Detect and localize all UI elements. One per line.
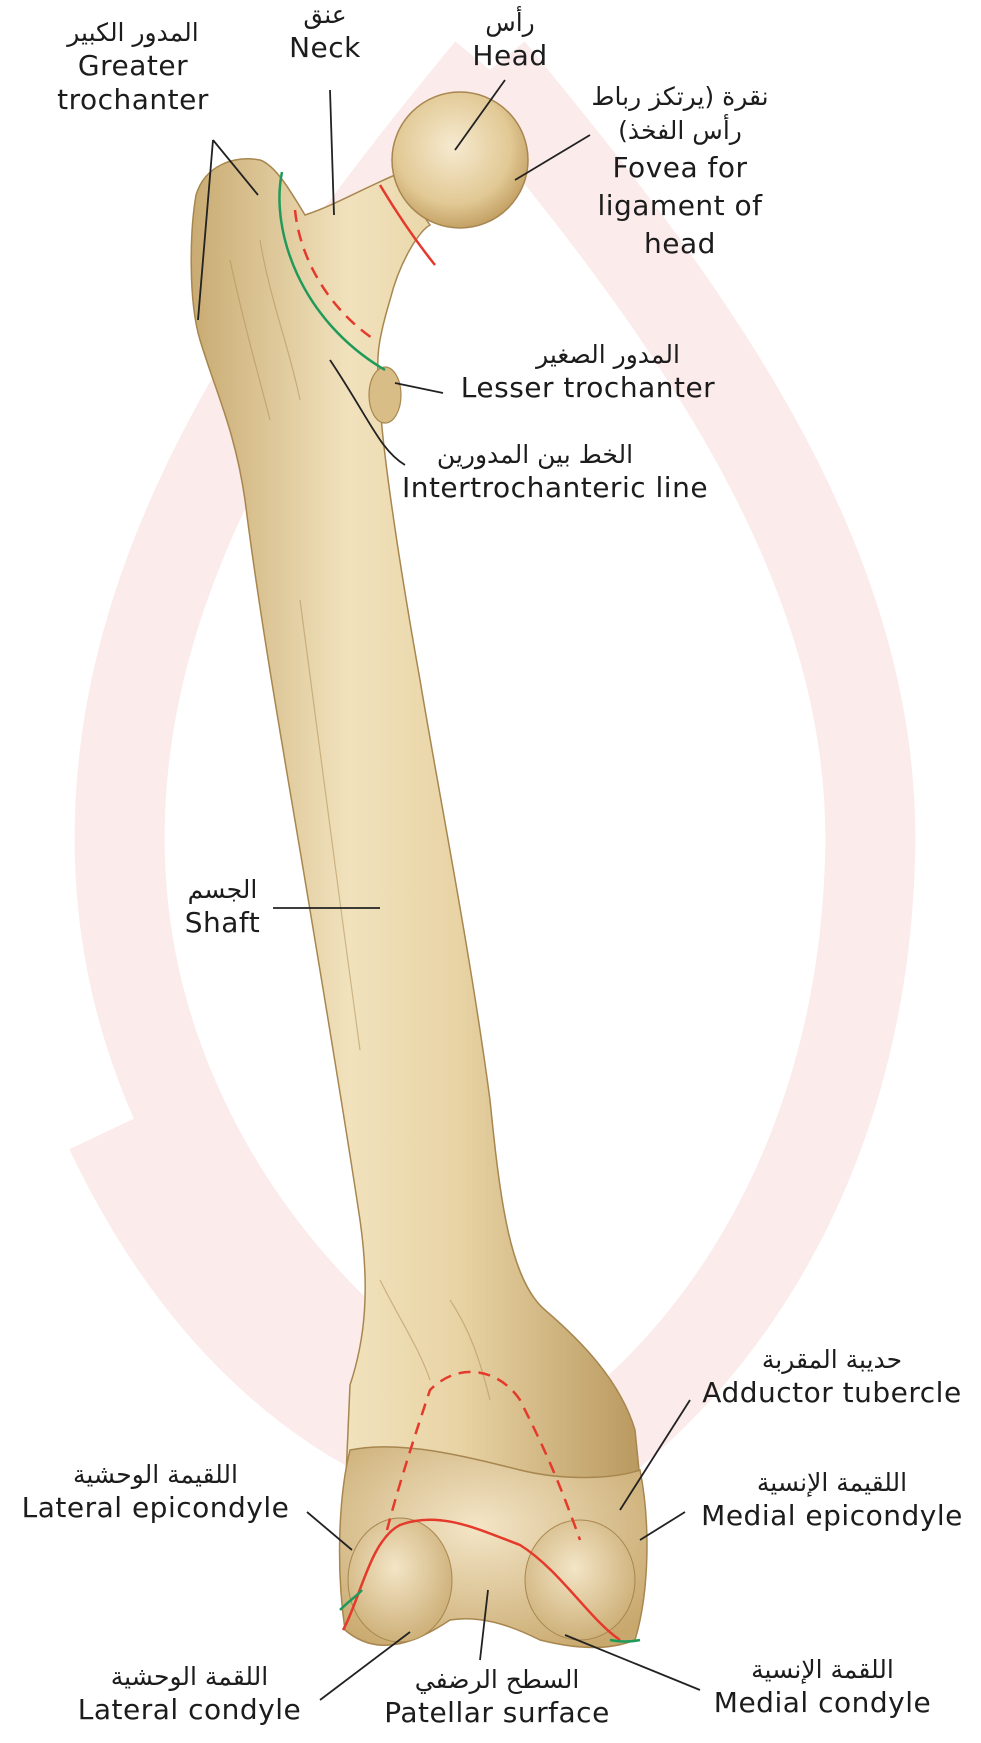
medial-condyle-ar: اللقمة الإنسية (700, 1655, 945, 1686)
label-adductor-tubercle: حديبة المقربة Adductor tubercle (688, 1345, 976, 1410)
fovea-ar2: رأس الفخذ) (580, 114, 780, 148)
head-ar: رأس (455, 8, 565, 39)
greater-trochanter-en2: trochanter (48, 83, 218, 117)
label-fovea: نقرة (يرتكز رباط رأس الفخذ) Fovea for li… (580, 80, 780, 264)
label-shaft: الجسم Shaft (175, 875, 270, 940)
patellar-surface-ar: السطح الرضفي (372, 1665, 622, 1696)
neck-ar: عنق (270, 0, 380, 31)
greater-trochanter-ar: المدور الكبير (48, 18, 218, 49)
shaft-en: Shaft (175, 906, 270, 940)
head-en: Head (455, 39, 565, 73)
fovea-ar1: نقرة (يرتكز رباط (580, 80, 780, 114)
label-patellar-surface: السطح الرضفي Patellar surface (372, 1665, 622, 1730)
fovea-en2: ligament of (580, 187, 780, 225)
lateral-condyle-ar: اللقمة الوحشية (62, 1662, 317, 1693)
lesser-trochanter-en: Lesser trochanter (448, 371, 728, 405)
neck-leader (330, 90, 334, 215)
label-greater-trochanter: المدور الكبير Greater trochanter (48, 18, 218, 117)
intertrochanteric-line-ar: الخط بين المدورين (385, 440, 725, 471)
label-head: رأس Head (455, 8, 565, 73)
lateral-epicondyle-ar: اللقيمة الوحشية (8, 1460, 303, 1491)
fovea-en3: head (580, 225, 780, 263)
shaft-ar: الجسم (175, 875, 270, 906)
label-lateral-condyle: اللقمة الوحشية Lateral condyle (62, 1662, 317, 1727)
adductor-tubercle-ar: حديبة المقربة (688, 1345, 976, 1376)
greater-trochanter-en1: Greater (48, 49, 218, 83)
femur-bone (191, 92, 647, 1648)
medial-condyle-en: Medial condyle (700, 1686, 945, 1720)
patellar-surface-en: Patellar surface (372, 1696, 622, 1730)
label-lesser-trochanter: المدور الصغير Lesser trochanter (448, 340, 728, 405)
intertrochanteric-line-en: Intertrochanteric line (385, 471, 725, 505)
fovea-en1: Fovea for (580, 149, 780, 187)
lesser-trochanter-leader (395, 383, 443, 393)
lesser-trochanter-ar: المدور الصغير (448, 340, 728, 371)
label-medial-condyle: اللقمة الإنسية Medial condyle (700, 1655, 945, 1720)
label-intertrochanteric-line: الخط بين المدورين Intertrochanteric line (385, 440, 725, 505)
lateral-epicondyle-en: Lateral epicondyle (8, 1491, 303, 1525)
label-lateral-epicondyle: اللقيمة الوحشية Lateral epicondyle (8, 1460, 303, 1525)
label-neck: عنق Neck (270, 0, 380, 65)
medial-epicondyle-en: Medial epicondyle (688, 1499, 976, 1533)
neck-en: Neck (270, 31, 380, 65)
lateral-condyle-en: Lateral condyle (62, 1693, 317, 1727)
label-medial-epicondyle: اللقيمة الإنسية Medial epicondyle (688, 1468, 976, 1533)
adductor-tubercle-en: Adductor tubercle (688, 1376, 976, 1410)
medial-epicondyle-ar: اللقيمة الإنسية (688, 1468, 976, 1499)
